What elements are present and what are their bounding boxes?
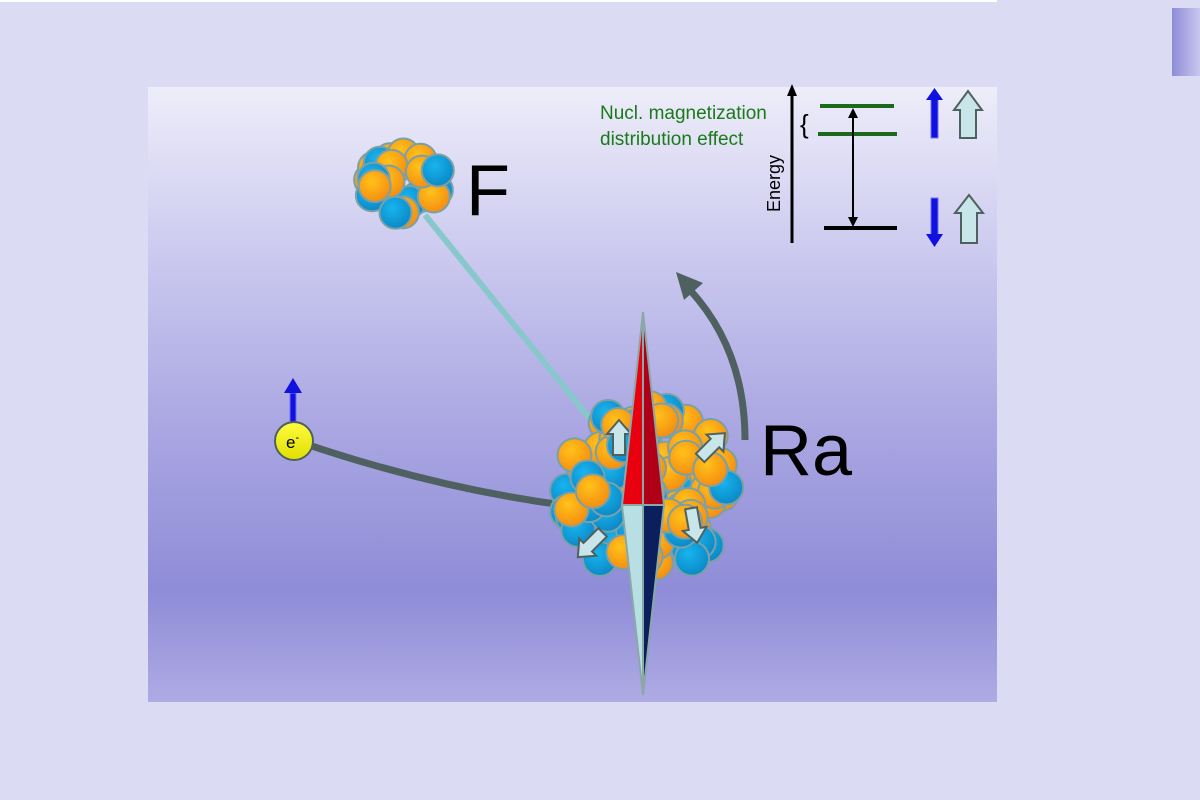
energy-level-diagram: Energy Nucl. magnetization distribution … — [600, 84, 986, 247]
radium-label: Ra — [760, 411, 853, 491]
rotation-arrowhead-icon — [676, 272, 703, 300]
nuclear-spin-up-icon-1 — [952, 89, 984, 139]
compass-needle-icon — [620, 311, 666, 696]
spin-arrow-down-icon — [680, 506, 709, 545]
electron-label: e — [286, 433, 295, 452]
electron-spin-up-icon — [930, 97, 939, 139]
f-ra-bond — [422, 213, 598, 427]
fluorine-nucleus — [353, 137, 455, 230]
brace-icon: { — [800, 109, 809, 139]
nuclear-spin-arrows — [576, 418, 726, 559]
nuclear-spin-up-icon-2 — [952, 193, 986, 244]
proton — [357, 169, 392, 204]
electron-charge: - — [295, 432, 299, 444]
svg-text:e-: e- — [286, 432, 299, 452]
top-band — [0, 0, 997, 2]
electron-spin-down-icon — [930, 197, 939, 237]
electron: e- — [274, 378, 314, 461]
rotation-arrow — [687, 287, 749, 441]
proton — [574, 473, 611, 510]
corner-swatch — [1172, 8, 1200, 76]
spin-arrow-ne-icon — [694, 432, 726, 464]
spin-arrow-up-icon — [604, 418, 634, 456]
fluorine-label: F — [466, 151, 510, 231]
electron-circle — [274, 421, 314, 461]
energy-axis-arrowhead-icon — [787, 84, 797, 96]
electron-spin-arrowhead-icon — [284, 378, 302, 393]
neutron — [420, 153, 455, 188]
effect-label-line1: Nucl. magnetization — [600, 103, 767, 124]
energy-axis-label: Energy — [764, 155, 784, 212]
effect-label-line2: distribution effect — [600, 129, 744, 150]
neutron — [378, 195, 413, 230]
spin-arrow-sw-icon — [576, 526, 609, 559]
